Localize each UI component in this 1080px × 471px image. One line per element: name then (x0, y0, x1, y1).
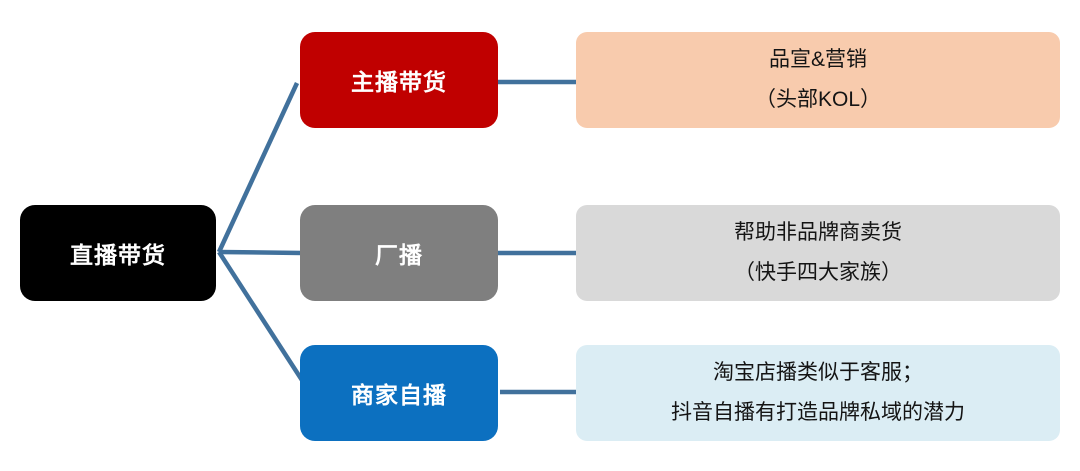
detail-node-merchant-line1: 淘宝店播类似于客服； (713, 361, 923, 384)
branch-node-factory-label: 厂播 (375, 242, 423, 268)
branch-node-merchant: 商家自播 (300, 345, 498, 441)
detail-node-anchor-line2: （头部KOL） (754, 88, 882, 111)
connector-root-to-branch-1 (218, 249, 303, 256)
detail-node-merchant-line2: 抖音自播有打造品牌私域的潜力 (671, 401, 965, 424)
branch-node-anchor: 主播带货 (300, 32, 498, 128)
detail-node-anchor-line1: 品宣&营销 (768, 48, 867, 71)
root-node-label: 直播带货 (70, 242, 166, 268)
detail-node-factory: 帮助非品牌商卖货 （快手四大家族） (576, 205, 1060, 301)
root-node-live-commerce: 直播带货 (20, 205, 216, 301)
connector-root-to-branch-2 (217, 250, 311, 393)
branch-node-factory: 厂播 (300, 205, 498, 301)
connector-root-to-branch-0 (216, 82, 300, 253)
detail-node-factory-line1: 帮助非品牌商卖货 (734, 221, 902, 244)
detail-node-factory-line2: （快手四大家族） (734, 261, 902, 284)
branch-node-anchor-label: 主播带货 (351, 69, 447, 95)
detail-node-merchant: 淘宝店播类似于客服； 抖音自播有打造品牌私域的潜力 (576, 345, 1060, 441)
detail-node-anchor: 品宣&营销 （头部KOL） (576, 32, 1060, 128)
branch-node-merchant-label: 商家自播 (351, 382, 447, 408)
